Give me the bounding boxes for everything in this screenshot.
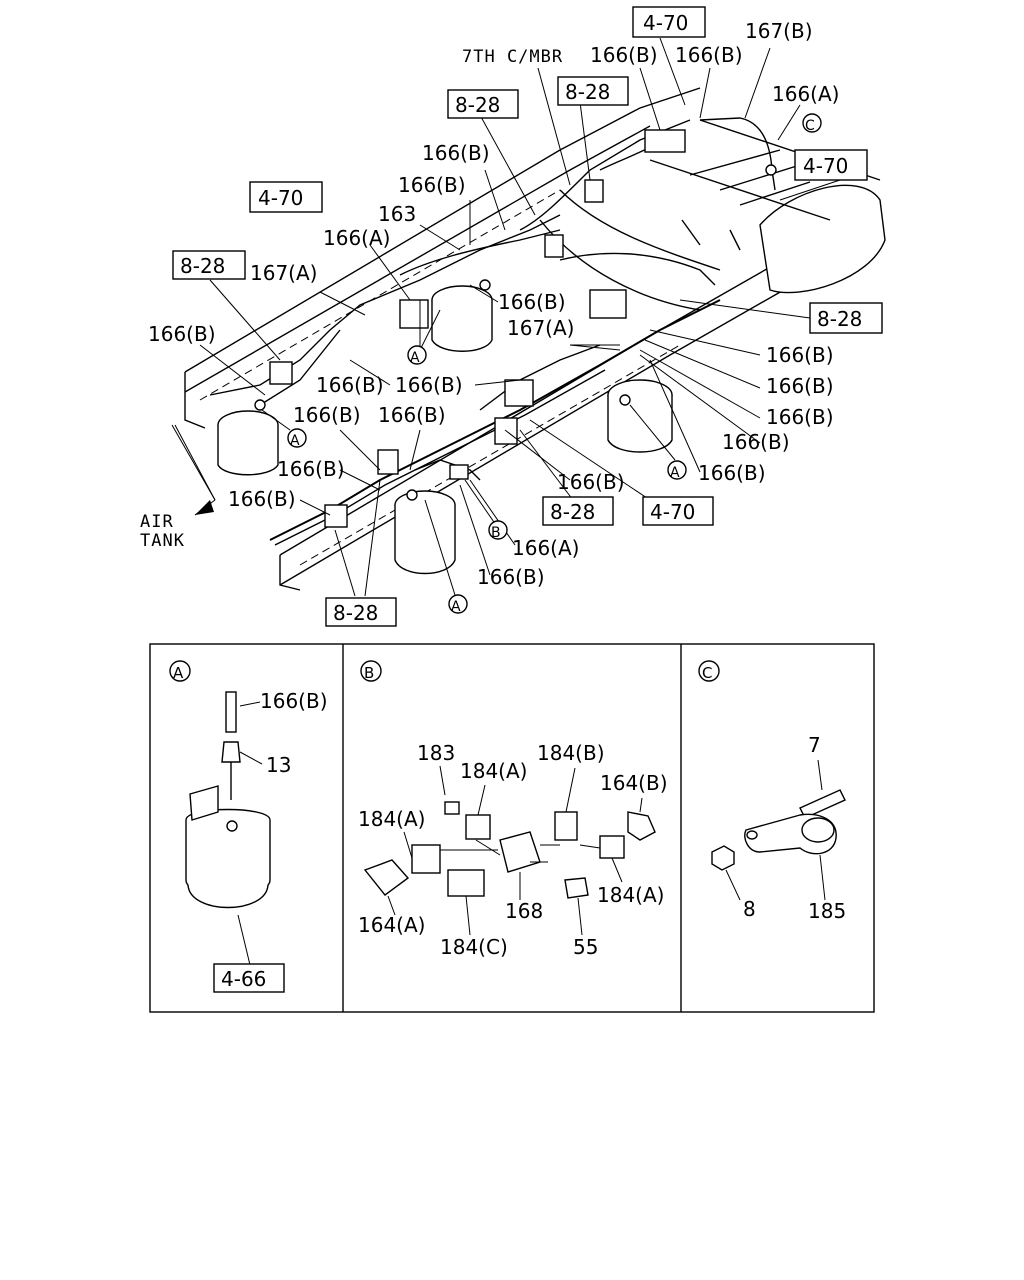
ref-box-8-28-a[interactable]: 8-28 bbox=[447, 89, 519, 119]
label-163: 163 bbox=[378, 202, 416, 226]
label-185: 185 bbox=[808, 899, 846, 923]
ref-text: 8-28 bbox=[565, 80, 610, 104]
label-166b: 166(B) bbox=[766, 405, 834, 429]
ref-text: 4-70 bbox=[803, 154, 848, 178]
label-166b: 166(B) bbox=[277, 457, 345, 481]
svg-text:C: C bbox=[805, 118, 815, 134]
label-184b: 184(B) bbox=[537, 741, 605, 765]
label-184a: 184(A) bbox=[358, 807, 425, 831]
label-164a: 164(A) bbox=[358, 913, 425, 937]
detail-a: A 166(B) 13 4-66 bbox=[169, 660, 328, 993]
label-166b: 166(B) bbox=[766, 374, 834, 398]
part-labels: 7TH C/MBR 166(B) 166(B) 167(B) 166(A) 16… bbox=[140, 19, 839, 589]
label-166b: 166(B) bbox=[293, 403, 361, 427]
callout-b: B bbox=[488, 520, 508, 541]
label-184a: 184(A) bbox=[597, 883, 664, 907]
air-spring-left-rear bbox=[217, 410, 279, 476]
air-pipes bbox=[209, 117, 776, 546]
label-184c: 184(C) bbox=[440, 935, 508, 959]
air-spring-front-right bbox=[607, 379, 673, 453]
label-168: 168 bbox=[505, 899, 543, 923]
label-166b: 166(B) bbox=[316, 373, 384, 397]
label-166a: 166(A) bbox=[512, 536, 579, 560]
air-spring-front-left bbox=[394, 490, 456, 575]
callout-c: C bbox=[802, 113, 822, 134]
ref-box-4-70-left[interactable]: 4-70 bbox=[249, 181, 323, 213]
label-8: 8 bbox=[743, 897, 756, 921]
label-166b: 166(B) bbox=[766, 343, 834, 367]
label-183: 183 bbox=[417, 741, 455, 765]
ref-text: 8-28 bbox=[817, 307, 862, 331]
label-166b: 166(B) bbox=[722, 430, 790, 454]
label-166a: 166(A) bbox=[772, 82, 839, 106]
detail-c: C 7 8 185 bbox=[698, 660, 846, 923]
ref-box-4-70-right[interactable]: 4-70 bbox=[794, 149, 868, 181]
label-167a: 167(A) bbox=[507, 316, 574, 340]
label-164b: 164(B) bbox=[600, 771, 668, 795]
label-55: 55 bbox=[573, 935, 598, 959]
svg-text:B: B bbox=[491, 525, 501, 541]
air-tank-arrow-icon bbox=[171, 424, 216, 515]
ref-text: 8-28 bbox=[180, 254, 225, 278]
svg-text:A: A bbox=[290, 433, 300, 449]
label-166b: 166(B) bbox=[228, 487, 296, 511]
ref-box-8-28-right[interactable]: 8-28 bbox=[809, 302, 883, 334]
callout-a-mid: A bbox=[407, 345, 427, 366]
label-166b: 166(B) bbox=[698, 461, 766, 485]
label-166b: 166(B) bbox=[260, 689, 328, 713]
ref-box-8-28-left[interactable]: 8-28 bbox=[172, 250, 246, 280]
callout-a-bottom: A bbox=[448, 594, 468, 615]
label-13: 13 bbox=[266, 753, 291, 777]
label-166b: 166(B) bbox=[422, 141, 490, 165]
svg-text:A: A bbox=[451, 599, 461, 615]
ref-text: 8-28 bbox=[550, 500, 595, 524]
detail-panels-frame bbox=[149, 643, 875, 1013]
svg-text:A: A bbox=[410, 350, 420, 366]
label-7: 7 bbox=[808, 733, 821, 757]
ref-text: 8-28 bbox=[333, 601, 378, 625]
valve-components bbox=[254, 129, 777, 528]
label-7th-crossmember: 7TH C/MBR bbox=[462, 47, 563, 67]
air-spring-mid-rear bbox=[431, 285, 493, 352]
label-167a: 167(A) bbox=[250, 261, 317, 285]
ref-text: 4-70 bbox=[643, 11, 688, 35]
ref-box-8-28-lowest[interactable]: 8-28 bbox=[325, 597, 397, 627]
callout-a-left: A bbox=[287, 428, 307, 449]
callouts: A A A A B C bbox=[287, 113, 822, 615]
callout-a-right: A bbox=[667, 460, 687, 481]
ref-box-8-28-b[interactable]: 8-28 bbox=[557, 76, 629, 106]
label-166b: 166(B) bbox=[477, 565, 545, 589]
label-166b: 166(B) bbox=[395, 373, 463, 397]
label-166b: 166(B) bbox=[148, 322, 216, 346]
ref-text: 8-28 bbox=[455, 93, 500, 117]
label-166b: 166(B) bbox=[675, 43, 743, 67]
detail-b: B 183 184(A) 184(B) 164(B) 184(A) 164(A)… bbox=[358, 660, 668, 959]
ref-box-4-70-bottom[interactable]: 4-70 bbox=[642, 496, 714, 526]
label-167b: 167(B) bbox=[745, 19, 813, 43]
label-166b: 166(B) bbox=[398, 173, 466, 197]
label-166b: 166(B) bbox=[378, 403, 446, 427]
label-166b: 166(B) bbox=[498, 290, 566, 314]
ref-text: 4-70 bbox=[258, 186, 303, 210]
svg-text:A: A bbox=[670, 465, 680, 481]
label-166a: 166(A) bbox=[323, 226, 390, 250]
detail-b-title: B bbox=[364, 664, 374, 682]
ref-text: 4-66 bbox=[221, 967, 266, 991]
ref-box-4-70-top[interactable]: 4-70 bbox=[632, 6, 706, 38]
label-air: AIR bbox=[140, 512, 174, 532]
label-166b: 166(B) bbox=[557, 470, 625, 494]
detail-c-title: C bbox=[702, 664, 712, 682]
detail-a-title: A bbox=[173, 664, 184, 682]
ref-text: 4-70 bbox=[650, 500, 695, 524]
ref-box-4-66[interactable]: 4-66 bbox=[213, 963, 285, 993]
label-184a: 184(A) bbox=[460, 759, 527, 783]
label-166b: 166(B) bbox=[590, 43, 658, 67]
ref-box-8-28-bottom[interactable]: 8-28 bbox=[542, 496, 614, 526]
label-tank: TANK bbox=[140, 531, 185, 551]
